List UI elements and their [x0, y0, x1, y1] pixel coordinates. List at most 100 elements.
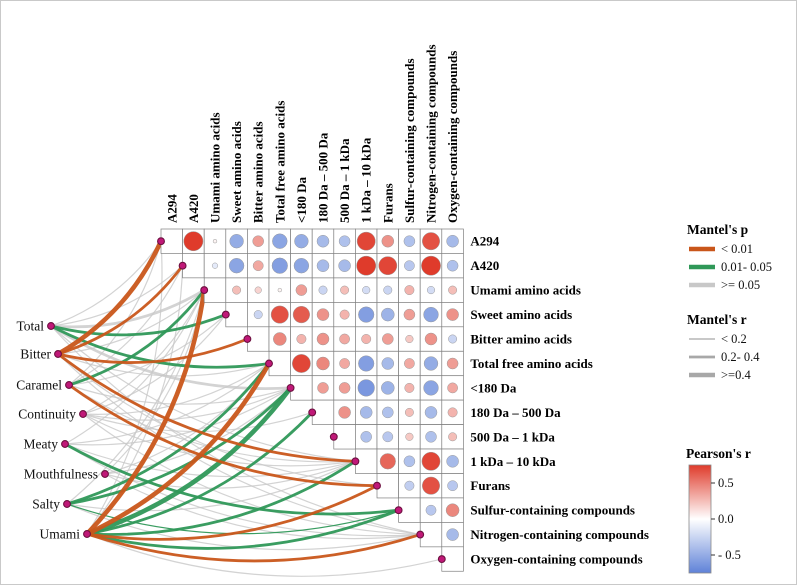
- correlation-circle: [403, 308, 416, 321]
- correlation-circle: [381, 307, 395, 322]
- correlation-circle: [404, 382, 415, 393]
- mantel-edges-layer: [49, 238, 443, 577]
- matrix-diagonal-node: [394, 506, 403, 515]
- mantel-edge: [85, 411, 314, 536]
- correlation-circle: [292, 354, 311, 373]
- mantel-edge: [82, 387, 292, 421]
- correlation-circle: [445, 503, 460, 517]
- correlation-circle: [404, 407, 414, 417]
- correlation-circle: [271, 257, 288, 274]
- matrix-column-label: Sweet amino acids: [229, 121, 244, 223]
- correlation-circle: [296, 334, 307, 344]
- mantel-edge: [67, 288, 206, 387]
- matrix-diagonal-node: [178, 261, 187, 270]
- correlation-circle: [228, 258, 245, 274]
- mantel-p-item-label: 0.01- 0.05: [721, 260, 772, 274]
- correlation-circle: [339, 358, 350, 369]
- correlation-circle: [318, 285, 328, 295]
- correlation-circle: [272, 233, 288, 249]
- matrix-diagonal-node: [373, 481, 381, 490]
- mantel-edge: [49, 288, 206, 329]
- mantel-edge: [64, 362, 270, 445]
- matrix-row-label: Umami amino acids: [470, 283, 581, 298]
- pearson-tick-label: - 0.5: [718, 548, 741, 562]
- matrix-diagonal-node: [308, 408, 317, 417]
- correlation-circle: [404, 260, 415, 272]
- mantel-edge: [85, 459, 357, 536]
- sensory-node: [101, 470, 109, 478]
- correlation-circle: [211, 262, 219, 269]
- correlation-circle: [295, 284, 308, 296]
- matrix-row-label: 1 kDa – 10 kDa: [470, 454, 556, 469]
- correlation-circle: [381, 234, 395, 248]
- sensory-attribute-label: Umami: [40, 527, 81, 542]
- correlation-circle: [421, 451, 441, 471]
- correlation-circle: [425, 431, 437, 443]
- correlation-circle: [421, 255, 441, 276]
- mantel-edge: [50, 265, 184, 327]
- correlation-circle: [382, 431, 394, 443]
- mantel-edge: [64, 443, 356, 478]
- correlation-circle: [317, 382, 329, 394]
- correlation-circle: [423, 380, 439, 396]
- matrix-diagonal-node: [286, 383, 295, 392]
- mantel-r-item-label: < 0.2: [721, 332, 747, 346]
- correlation-circle: [338, 235, 351, 247]
- correlation-circle: [292, 306, 310, 324]
- matrix-row-label: A294: [470, 234, 499, 249]
- matrix-column-label: A294: [164, 194, 179, 223]
- matrix-diagonal-node: [265, 359, 273, 368]
- correlation-circle: [339, 333, 350, 345]
- correlation-circle: [403, 455, 416, 468]
- correlation-circle: [446, 528, 459, 541]
- mantel-edge: [82, 362, 270, 415]
- correlation-circle: [405, 432, 414, 441]
- matrix-row-label: A420: [470, 258, 499, 273]
- correlation-circle: [404, 285, 415, 296]
- correlation-circle: [316, 259, 330, 272]
- correlation-circle: [422, 476, 440, 495]
- correlation-circle: [447, 407, 458, 418]
- correlation-circle: [382, 406, 394, 419]
- matrix-column-label: Bitter amino acids: [251, 121, 266, 223]
- mantel-edge: [66, 460, 356, 512]
- correlation-circle: [446, 259, 459, 272]
- matrix-row-label: 500 Da – 1 kDa: [470, 429, 555, 444]
- correlation-circle: [277, 287, 282, 293]
- correlation-circle: [358, 355, 375, 372]
- matrix-column-label: Furans: [380, 183, 395, 223]
- mantel-edge: [65, 362, 271, 506]
- matrix-column-label: Nitrogen-containing compounds: [424, 44, 439, 223]
- mantel-r-item-label: >=0.4: [721, 368, 751, 382]
- correlation-circle: [359, 406, 373, 419]
- mantel-edge: [64, 387, 292, 446]
- correlation-circle: [404, 358, 415, 369]
- mantel-edge: [104, 460, 356, 489]
- correlation-circle: [361, 334, 372, 344]
- correlation-circle: [358, 306, 375, 323]
- matrix-row-label: <180 Da: [470, 380, 517, 395]
- sensory-node: [47, 322, 55, 330]
- mantel-p-item-label: < 0.01: [721, 242, 753, 256]
- correlation-matrix-layer: [160, 228, 464, 572]
- legend-layer: Mantel's p < 0.010.01- 0.05>= 0.05 Mante…: [686, 222, 772, 574]
- sensory-node: [54, 350, 62, 358]
- mantel-p-legend-title: Mantel's p: [687, 222, 748, 237]
- correlation-circle: [338, 382, 351, 394]
- mantel-edge: [57, 289, 205, 355]
- mantel-r-legend-title: Mantel's r: [687, 312, 747, 327]
- correlation-circle: [446, 455, 459, 468]
- correlation-circle: [316, 308, 330, 321]
- matrix-column-label: 1 kDa – 10 kDa: [359, 137, 374, 223]
- matrix-row-label: Sweet amino acids: [470, 307, 572, 322]
- correlation-circle: [340, 285, 350, 295]
- correlation-circle: [316, 234, 330, 248]
- matrix-column-label: Total free amino acids: [272, 101, 287, 223]
- mantel-edge: [84, 385, 293, 537]
- correlation-circle: [446, 357, 459, 370]
- mantel-r-item-label: 0.2- 0.4: [721, 350, 760, 364]
- correlation-circle: [446, 234, 459, 248]
